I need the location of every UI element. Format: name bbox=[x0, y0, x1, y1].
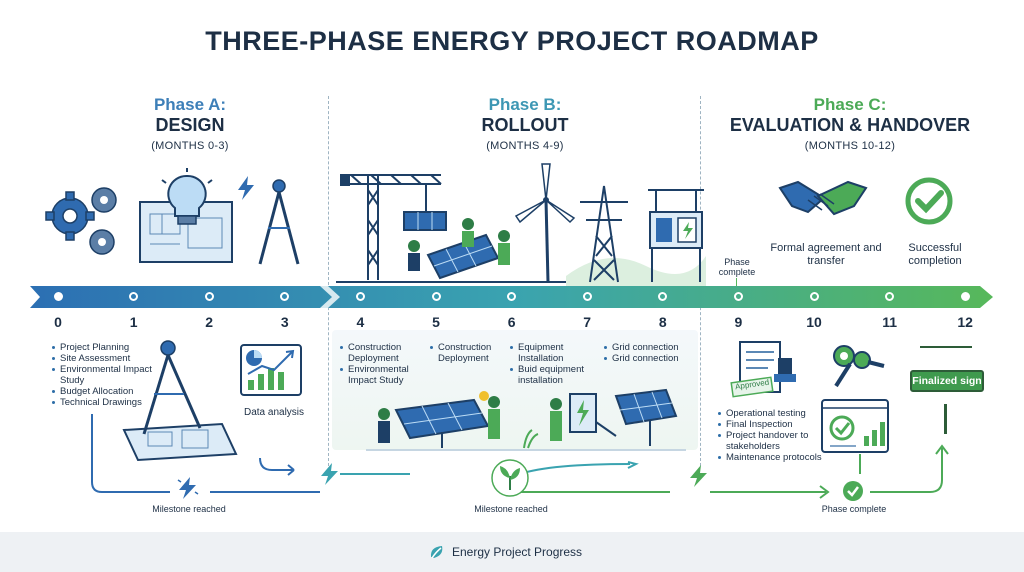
timeline-dot bbox=[885, 292, 895, 301]
rollout-panel bbox=[332, 330, 698, 450]
timeline-dot bbox=[809, 292, 819, 301]
phase-c-label: Phase C: bbox=[813, 95, 887, 114]
timeline-dot bbox=[960, 292, 970, 301]
timeline-tick-label: 0 bbox=[54, 314, 62, 330]
design-task-item: Technical Drawings bbox=[52, 397, 162, 408]
timeline-tick-label: 5 bbox=[432, 314, 440, 330]
sign-pole bbox=[944, 404, 947, 434]
approved-document-icon bbox=[730, 341, 796, 398]
design-task-item: Project Planning bbox=[52, 342, 162, 353]
rollout-task-item: Construction Deployment bbox=[430, 342, 506, 364]
timeline-dot bbox=[129, 292, 139, 301]
drafting-blueprint-icon bbox=[122, 340, 238, 462]
phase-complete-label: Phase complete bbox=[821, 504, 887, 514]
phase-complete-tick bbox=[736, 278, 737, 286]
timeline-tick-label: 12 bbox=[957, 314, 973, 330]
handshake-icon bbox=[778, 180, 868, 216]
rollout-task-item: Buid equipment installation bbox=[510, 364, 600, 386]
design-task-item: Site Assessment bbox=[52, 353, 162, 364]
timeline-dot bbox=[582, 292, 592, 301]
rollout-task-item: Environmental Impact Study bbox=[340, 364, 428, 386]
timeline-tick-label: 2 bbox=[205, 314, 214, 330]
compass-icon bbox=[258, 179, 300, 265]
rollout-list-3: Equipment Installation Buid equipment in… bbox=[510, 342, 600, 386]
footer-text: Energy Project Progress bbox=[452, 545, 583, 559]
page-title: THREE-PHASE ENERGY PROJECT ROADMAP bbox=[205, 26, 819, 56]
timeline-tick-label: 11 bbox=[882, 314, 897, 330]
bottom-flow-lines bbox=[91, 414, 949, 499]
phase-c-name: EVALUATION & HANDOVER bbox=[729, 115, 971, 135]
finalized-sign: Finalized sign bbox=[910, 370, 984, 392]
keys-icon bbox=[833, 345, 885, 388]
design-task-item: Environmental Impact Study bbox=[52, 364, 162, 386]
rollout-list-2: Construction Deployment bbox=[430, 342, 506, 364]
leaf-logo-icon bbox=[430, 546, 443, 559]
phase-b-label: Phase B: bbox=[488, 95, 562, 114]
evaluation-task-item: Project handover to stakeholders bbox=[718, 430, 830, 452]
sign-post bbox=[920, 346, 972, 368]
phase-b-header: Phase B: ROLLOUT (MONTHS 4-9) bbox=[410, 95, 640, 152]
phase-c-header: Phase C: EVALUATION & HANDOVER (MONTHS 1… bbox=[700, 95, 1000, 152]
power-grid-scene bbox=[566, 185, 706, 286]
timeline-dot bbox=[507, 292, 517, 301]
timeline-dot bbox=[204, 292, 214, 301]
dashboard-icon bbox=[821, 399, 889, 453]
flow-bolt-green-icon bbox=[690, 465, 707, 487]
timeline-dot bbox=[53, 292, 63, 301]
bolt-icon bbox=[238, 176, 254, 200]
phase-complete-marker: Phase complete bbox=[718, 257, 756, 277]
design-task-item: Budget Allocation bbox=[52, 386, 162, 397]
evaluation-task-item: Final Inspection bbox=[718, 419, 830, 430]
rollout-task-item: Grid connection bbox=[604, 342, 696, 353]
rollout-list-4: Grid connection Grid connection bbox=[604, 342, 696, 364]
phase-a-header: Phase A: DESIGN (MONTHS 0-3) bbox=[90, 95, 290, 152]
construction-scene bbox=[336, 163, 596, 283]
rollout-task-item: Equipment Installation bbox=[510, 342, 600, 364]
phase-c-months: (MONTHS 10-12) bbox=[804, 140, 896, 152]
timeline-tick-label: 3 bbox=[280, 314, 289, 330]
timeline-tick-label: 6 bbox=[507, 314, 516, 330]
phase-a-name: DESIGN bbox=[155, 115, 225, 135]
timeline-dot bbox=[431, 292, 441, 301]
data-analysis-label: Data analysis bbox=[243, 407, 305, 418]
blueprint-lightbulb-icon bbox=[139, 168, 233, 263]
phase-a-label: Phase A: bbox=[153, 95, 227, 114]
formal-agreement-caption: Formal agreement and transfer bbox=[770, 242, 882, 267]
footer-bar: Energy Project Progress bbox=[0, 532, 1024, 572]
timeline-tick-label: 8 bbox=[658, 314, 667, 330]
timeline-tick-label: 9 bbox=[734, 314, 743, 330]
evaluation-task-item: Maintenance protocols bbox=[718, 452, 830, 463]
design-task-list: Project Planning Site Assessment Environ… bbox=[52, 342, 162, 408]
timeline-dot bbox=[658, 292, 668, 301]
rollout-task-item: Grid connection bbox=[604, 353, 696, 364]
timeline-tick-label: 7 bbox=[583, 314, 592, 330]
timeline-dot bbox=[355, 292, 365, 301]
phase-divider-ab bbox=[328, 96, 329, 466]
evaluation-task-item: Operational testing bbox=[718, 408, 830, 419]
gears-icon bbox=[45, 187, 117, 255]
phase-b-months: (MONTHS 4-9) bbox=[486, 140, 564, 152]
milestone-bolt-icon bbox=[177, 477, 199, 499]
data-chart-icon bbox=[240, 344, 302, 396]
timeline-tick-label: 4 bbox=[356, 314, 365, 330]
check-circle-icon bbox=[905, 177, 953, 225]
timeline-dot bbox=[280, 292, 290, 301]
sprout-icon bbox=[491, 459, 529, 497]
flow-bolt-icon bbox=[321, 463, 338, 485]
timeline-dot bbox=[733, 292, 743, 301]
rollout-task-item: Construction Deployment bbox=[340, 342, 428, 364]
milestone-reached-a: Milestone reached bbox=[152, 504, 226, 514]
phase-a-months: (MONTHS 0-3) bbox=[151, 140, 229, 152]
phase-b-name: ROLLOUT bbox=[481, 115, 569, 135]
timeline-tick-label: 10 bbox=[806, 314, 822, 330]
successful-completion-caption: Successful completion bbox=[908, 242, 962, 267]
rollout-list-1: Construction Deployment Environmental Im… bbox=[340, 342, 428, 386]
solar-installation-scene bbox=[366, 388, 686, 451]
phase-complete-check-icon bbox=[843, 481, 863, 501]
milestone-reached-b: Milestone reached bbox=[474, 504, 548, 514]
timeline-tick-label: 1 bbox=[129, 314, 138, 330]
evaluation-task-list: Operational testing Final Inspection Pro… bbox=[718, 408, 830, 463]
